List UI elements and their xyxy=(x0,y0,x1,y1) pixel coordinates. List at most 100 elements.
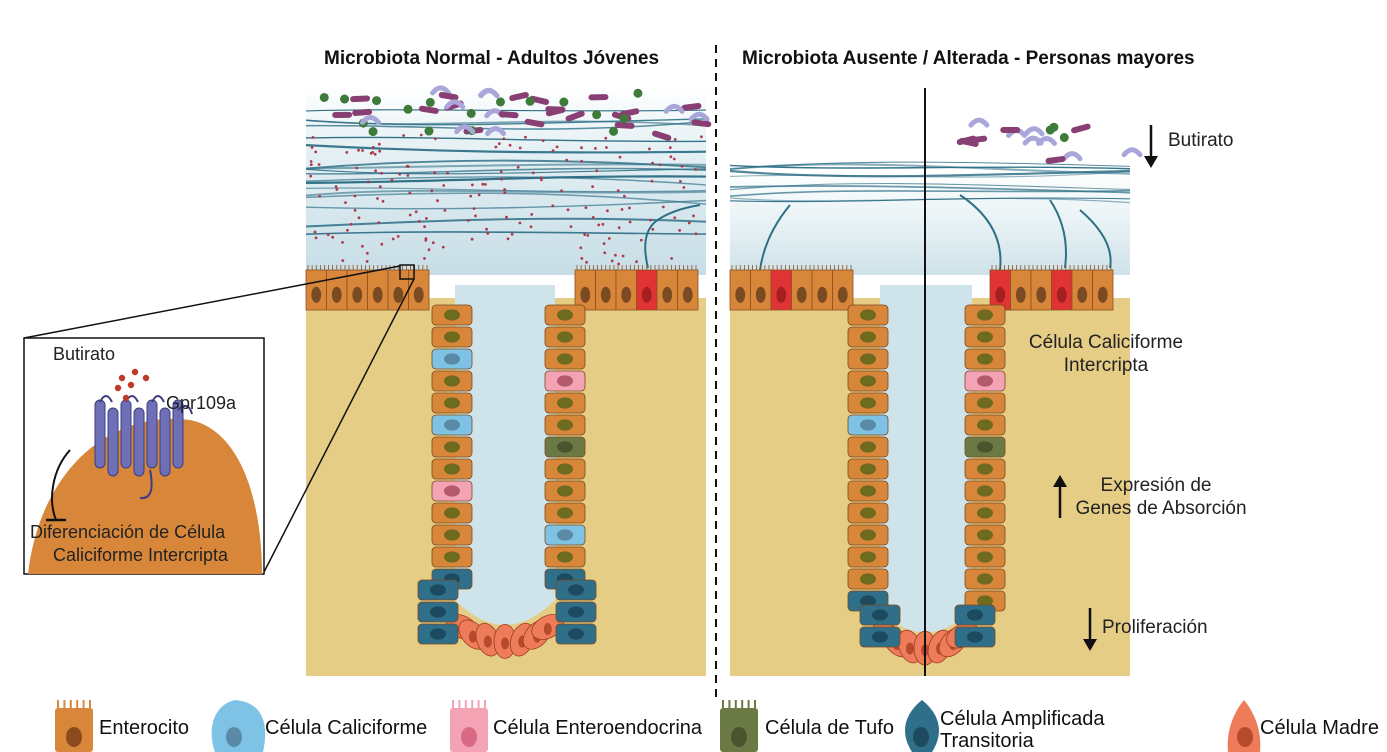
mucus-fiber xyxy=(305,231,707,235)
cell-nucleus xyxy=(735,286,746,303)
curved-bacterium xyxy=(1061,151,1083,162)
butyrate-dot xyxy=(334,185,338,189)
legend-nucleus xyxy=(66,727,82,747)
butyrate-dot xyxy=(369,151,373,155)
cell-nucleus xyxy=(872,631,888,643)
butyrate-dot xyxy=(499,170,503,173)
butyrate-dot xyxy=(680,164,684,168)
butyrate-dot xyxy=(694,168,697,171)
left-butyrate-dots xyxy=(309,133,703,266)
butyrate-dot xyxy=(341,241,344,244)
butyrate-dot xyxy=(620,208,624,211)
left-crypt xyxy=(417,304,597,659)
curved-bacterium xyxy=(968,117,990,128)
butyrate-dot xyxy=(531,171,535,175)
curved-bacterium xyxy=(1023,126,1045,137)
cell-nucleus xyxy=(662,286,673,303)
coccus-bacterium xyxy=(466,108,476,118)
butyrate-dot xyxy=(366,180,370,184)
cell-nucleus xyxy=(682,286,693,303)
butyrate-dot xyxy=(497,142,501,146)
butyrate-dot xyxy=(443,209,447,212)
cell-nucleus xyxy=(977,441,993,453)
curved-bacterium xyxy=(688,111,710,122)
butyrate-dot xyxy=(326,233,330,237)
legend-label-enterocyte: Enterocito xyxy=(99,717,190,739)
butyrate-dot xyxy=(408,213,412,217)
mucus-fiber xyxy=(959,194,1002,271)
cell-nucleus xyxy=(430,606,446,618)
butyrate-dot xyxy=(661,205,665,209)
rod-bacterium xyxy=(681,103,702,111)
mucus-fiber xyxy=(305,187,707,193)
cell-nucleus xyxy=(444,397,460,409)
butyrate-dot xyxy=(508,143,512,147)
cell-nucleus xyxy=(543,622,552,635)
coccus-bacterium xyxy=(525,96,535,106)
cell-nucleus xyxy=(977,397,993,409)
butyrate-dot xyxy=(639,238,643,242)
cell-nucleus xyxy=(557,309,573,321)
butyrate-dot xyxy=(524,135,527,139)
cell-nucleus xyxy=(1015,286,1026,303)
cell-nucleus xyxy=(311,286,322,303)
butyrate-dot xyxy=(313,230,317,234)
butyrate-dot xyxy=(682,186,686,189)
butyrate-dot xyxy=(565,158,569,162)
cell-nucleus xyxy=(860,529,876,541)
legend-nucleus xyxy=(226,727,242,747)
butyrate-dot xyxy=(485,227,488,231)
butyrate-dot xyxy=(346,228,349,232)
cell-nucleus xyxy=(977,595,993,607)
butyrate-dot xyxy=(607,237,611,240)
expression-up-arrow-icon xyxy=(1053,475,1067,518)
butyrate-annotation: Butirato xyxy=(1168,130,1234,151)
rod-bacterium xyxy=(524,118,545,128)
rod-bacterium xyxy=(959,137,979,147)
butyrate-dot xyxy=(569,225,573,229)
butyrate-dot xyxy=(377,142,381,146)
cell-nucleus xyxy=(977,529,993,541)
cell-nucleus xyxy=(860,485,876,497)
right-panel-title: Microbiota Ausente / Alterada - Personas… xyxy=(742,48,1195,69)
butyrate-dot xyxy=(309,163,313,167)
butyrate-dot xyxy=(651,161,654,165)
right-bacteria xyxy=(956,117,1143,164)
rod-bacterium xyxy=(652,130,672,141)
inset-butyrate-molecules xyxy=(114,368,150,402)
cell-nucleus xyxy=(557,463,573,475)
cell-nucleus xyxy=(1036,286,1047,303)
butyrate-dot xyxy=(584,206,588,210)
butyrate-dot xyxy=(605,146,608,149)
butyrate-dot xyxy=(541,139,545,143)
butyrate-dot xyxy=(486,232,490,235)
cell-nucleus xyxy=(557,397,573,409)
butyrate-dot xyxy=(442,184,446,187)
butyrate-dot xyxy=(406,165,410,168)
butyrate-dot xyxy=(373,152,377,156)
butyrate-dot xyxy=(510,232,514,236)
butyrate-dot xyxy=(635,260,638,264)
butyrate-dot xyxy=(670,257,673,260)
legend-label-goblet: Célula Caliciforme xyxy=(265,717,428,739)
rod-bacterium xyxy=(1071,123,1091,134)
butyrate-dot xyxy=(341,259,345,262)
cell-nucleus xyxy=(557,375,573,387)
inset-butyrate-label: Butirato xyxy=(53,344,116,364)
butyrate-dot xyxy=(365,260,369,263)
butyrate-down-arrow-icon xyxy=(1144,125,1158,168)
enteroendocrine-cell-icon xyxy=(450,700,488,752)
butyrate-dot xyxy=(378,185,382,189)
butyrate-dot xyxy=(658,163,662,167)
butyrate-dot xyxy=(529,225,533,229)
mucus-fiber xyxy=(305,136,707,143)
butyrate-dot xyxy=(425,217,428,220)
butyrate-dot xyxy=(606,209,609,213)
cell-nucleus xyxy=(413,286,424,303)
coccus-bacterium xyxy=(592,110,602,120)
left-crypt-lumen xyxy=(455,285,555,625)
cell-nucleus xyxy=(977,419,993,431)
cell-nucleus xyxy=(977,485,993,497)
receptor-helix xyxy=(120,399,132,469)
